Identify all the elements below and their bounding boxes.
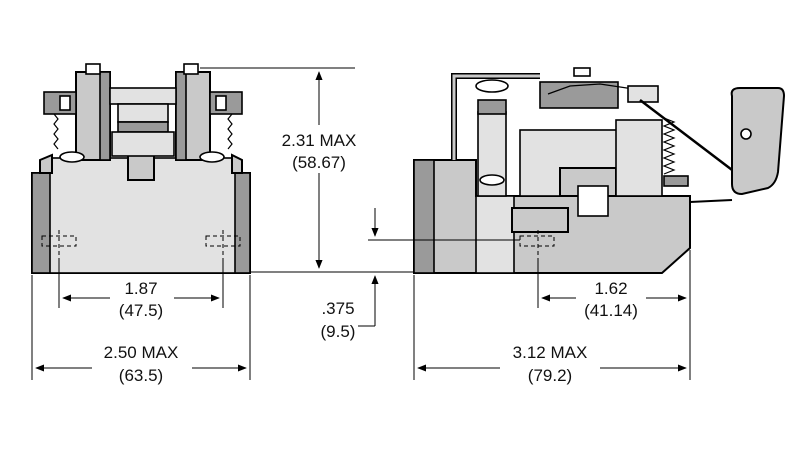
side-mount-spacing-value: 1.62 [594,279,627,298]
front-left-post-shade [99,71,111,161]
side-lever-paddle [730,87,786,196]
mount-height-metric: (9.5) [321,322,356,341]
front-view [31,63,251,274]
side-adjust-screw [573,67,591,77]
height-label-bg [270,125,370,173]
height-metric: (58.67) [292,153,346,172]
side-coil-cap [477,99,507,115]
side-contact-arm [627,85,659,103]
side-base-left-shade [413,159,435,274]
side-slot [511,207,569,233]
front-armature-lower [117,121,169,133]
front-right-cap [183,63,199,75]
side-mount-label-bg [576,278,646,322]
side-view [413,67,786,274]
front-right-mount-slot [205,230,241,262]
front-left-terminal-screw [59,95,71,111]
front-mount-spacing-metric: (47.5) [119,301,163,320]
front-right-screw [199,151,225,163]
side-length-value: 3.12 MAX [513,343,588,362]
front-left-cap [85,63,101,75]
front-right-shoulder [231,153,243,174]
side-spring-base [663,175,689,187]
side-length-label-bg [500,342,600,388]
front-mount-spacing-value: 1.87 [124,279,157,298]
front-left-shoulder [39,153,53,174]
side-coil-screw [479,174,505,186]
front-left-mount-slot [41,230,77,262]
front-right-terminal-screw [215,95,227,111]
side-right-block [615,119,663,197]
side-lever-pivot [740,128,752,140]
side-mount-slot [519,230,555,262]
front-right-post-shade [175,71,187,161]
front-left-spring [53,113,59,150]
front-center-notch [127,154,155,181]
front-width-label-bg [92,342,192,388]
side-top-washer [475,79,509,93]
mount-height-dimension [358,208,520,327]
front-coil [111,131,175,157]
side-mount-spacing-metric: (41.14) [584,301,638,320]
front-left-screw [59,151,85,163]
front-base-left-shade [31,172,53,274]
front-mount-label-bg [110,278,174,322]
side-spring-leaf [547,83,641,95]
side-step-block [475,195,515,274]
side-lever-link [689,199,733,203]
front-crossbar [109,87,177,105]
side-armature [539,81,619,109]
front-armature [117,103,169,123]
mount-height-value: .375 [321,299,354,318]
side-contact-block [577,185,609,217]
side-length-metric: (79.2) [528,366,572,385]
front-width-metric: (63.5) [119,366,163,385]
front-right-spring [227,113,233,150]
side-right-spring [662,117,676,175]
front-width-value: 2.50 MAX [104,343,179,362]
height-value: 2.31 MAX [282,131,357,150]
